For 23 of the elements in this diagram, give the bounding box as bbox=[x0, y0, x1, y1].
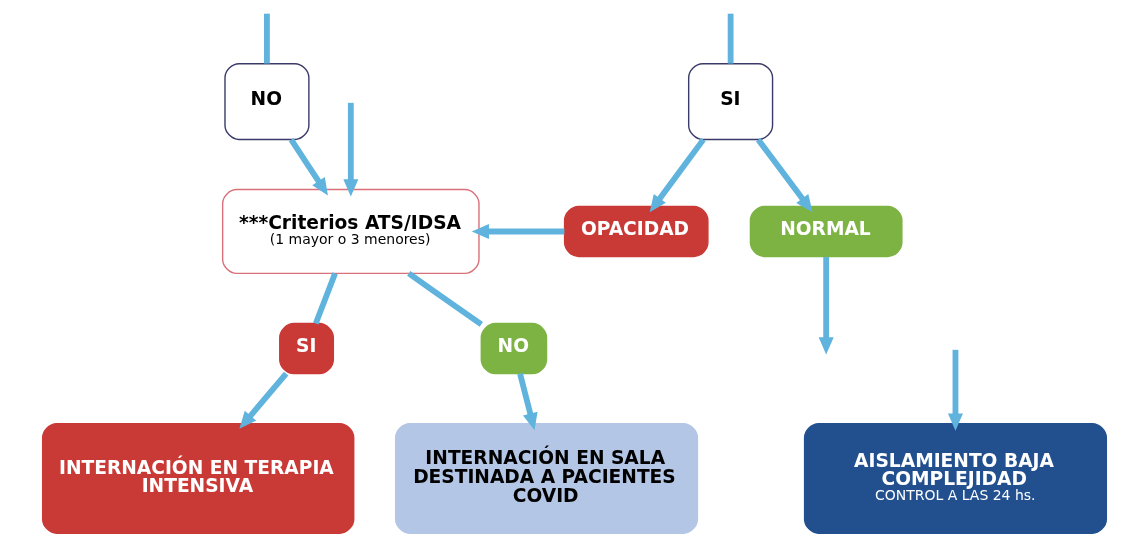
node-box: OPACIDAD bbox=[563, 205, 709, 258]
node-box: NO bbox=[480, 322, 547, 375]
arrow bbox=[649, 137, 706, 213]
node-box: SI bbox=[278, 322, 334, 375]
connector bbox=[406, 271, 483, 327]
connector bbox=[727, 13, 734, 64]
node-box: ***Criterios ATS/IDSA (1 mayor o 3 menores) bbox=[221, 188, 480, 275]
node-box: AISLAMIENTO BAJA COMPLEJIDAD CONTROL A LAS 24 hs. bbox=[803, 423, 1107, 534]
node-box: INTERNACIÓN EN TERAPIA INTENSIVA bbox=[41, 423, 354, 534]
node-box: NO bbox=[223, 63, 310, 141]
arrow bbox=[516, 373, 538, 431]
arrow bbox=[288, 138, 328, 196]
node-box: SI bbox=[687, 63, 773, 141]
connector bbox=[263, 13, 270, 64]
arrow bbox=[818, 257, 834, 355]
connector bbox=[312, 272, 338, 325]
arrow bbox=[471, 223, 564, 239]
arrow bbox=[238, 371, 288, 429]
node-box: NORMAL bbox=[749, 205, 903, 258]
arrow bbox=[342, 102, 358, 197]
arrow bbox=[947, 349, 963, 431]
node-box: INTERNACIÓN EN SALA DESTINADA A PACIENTES COVID bbox=[394, 423, 698, 534]
arrow bbox=[755, 137, 813, 213]
